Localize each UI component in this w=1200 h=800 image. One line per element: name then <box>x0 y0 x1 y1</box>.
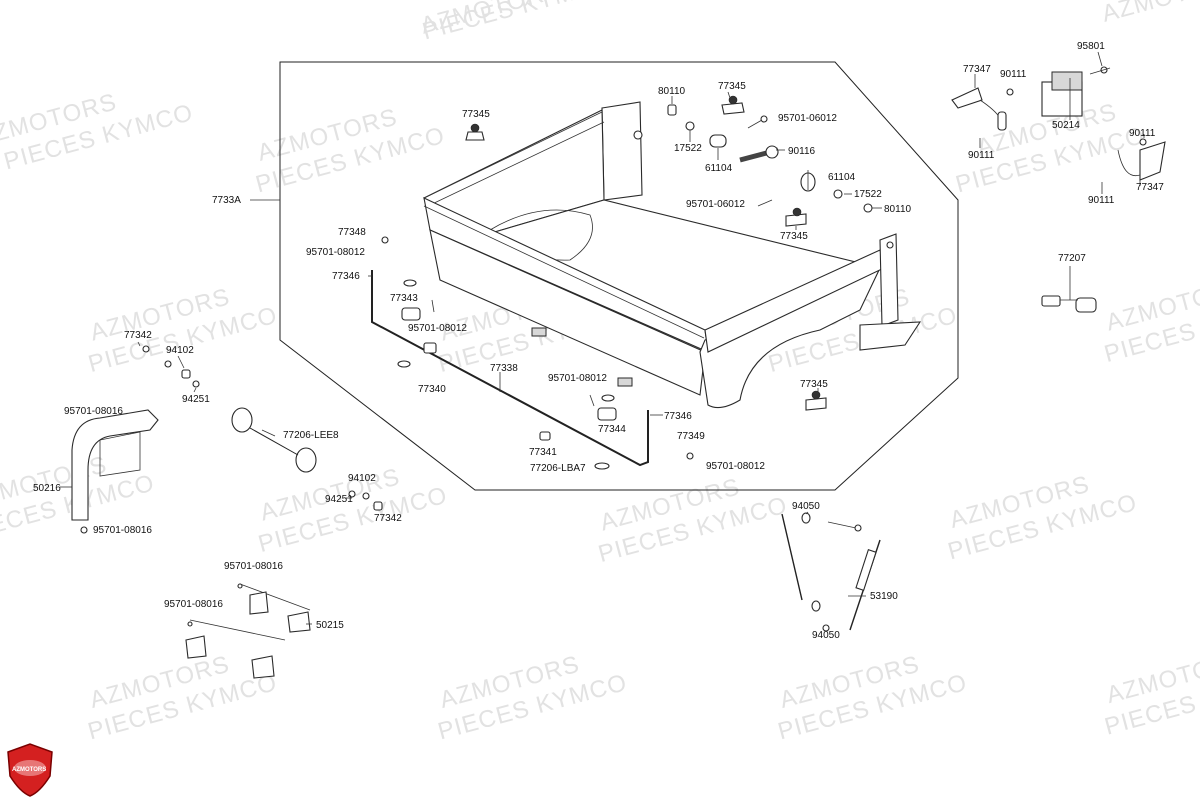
label-50214: 50214 <box>1052 120 1080 131</box>
label-77342: 77342 <box>124 330 152 341</box>
label-77349: 77349 <box>677 431 705 442</box>
label-90116: 90116 <box>788 146 816 157</box>
gas-strut <box>781 512 881 632</box>
label-77346: 77346 <box>332 271 360 282</box>
label-94050: 94050 <box>812 630 840 641</box>
azmotors-logo: AZMOTORS <box>7 743 53 797</box>
label-95801: 95801 <box>1077 41 1105 52</box>
latch-rod <box>371 236 694 470</box>
label-95701-08012: 95701-08012 <box>306 247 365 258</box>
label-95701-08016: 95701-08016 <box>64 406 123 417</box>
label-94251: 94251 <box>325 494 353 505</box>
hardware-top <box>465 95 873 411</box>
label-77347: 77347 <box>963 64 991 75</box>
part-labels: 7733A 77345 80110 77345 95701-06012 1752… <box>33 41 1164 641</box>
label-94251: 94251 <box>182 394 210 405</box>
label-77206-LBA7: 77206-LBA7 <box>530 463 586 474</box>
label-77346: 77346 <box>664 411 692 422</box>
label-77338: 77338 <box>490 363 518 374</box>
label-95701-08016: 95701-08016 <box>164 599 223 610</box>
right-parts <box>951 66 1166 313</box>
label-95701-08016: 95701-08016 <box>93 525 152 536</box>
label-90111: 90111 <box>1000 69 1027 80</box>
logo-text: AZMOTORS <box>12 767 46 773</box>
label-77348: 77348 <box>338 227 366 238</box>
label-95701-08016: 95701-08016 <box>224 561 283 572</box>
label-77345: 77345 <box>800 379 828 390</box>
label-77345: 77345 <box>462 109 490 120</box>
label-7733A: 7733A <box>212 195 241 206</box>
label-95701-06012: 95701-06012 <box>778 113 837 124</box>
label-77207: 77207 <box>1058 253 1086 264</box>
label-77345: 77345 <box>780 231 808 242</box>
label-80110: 80110 <box>658 86 686 97</box>
label-80110: 80110 <box>884 204 912 215</box>
label-77347: 77347 <box>1136 182 1164 193</box>
label-77340: 77340 <box>418 384 446 395</box>
left-parts <box>71 345 383 534</box>
label-53190: 53190 <box>870 591 898 602</box>
label-94050: 94050 <box>792 501 820 512</box>
label-95701-08012: 95701-08012 <box>706 461 765 472</box>
label-77342: 77342 <box>374 513 402 524</box>
label-17522: 17522 <box>674 143 702 154</box>
label-17522: 17522 <box>854 189 882 200</box>
label-61104: 61104 <box>828 172 856 183</box>
label-95701-08012: 95701-08012 <box>408 323 467 334</box>
label-61104: 61104 <box>705 163 733 174</box>
hinges <box>185 583 311 679</box>
label-90111: 90111 <box>968 150 995 161</box>
label-77341: 77341 <box>529 447 557 458</box>
label-50216: 50216 <box>33 483 61 494</box>
leader-lines <box>60 51 1145 625</box>
watermark-line1: AZMOTORS <box>1099 0 1200 28</box>
label-77345: 77345 <box>718 81 746 92</box>
label-94102: 94102 <box>348 473 376 484</box>
label-77343: 77343 <box>390 293 418 304</box>
cargo-bed <box>423 101 922 409</box>
label-94102: 94102 <box>166 345 194 356</box>
label-95701-06012: 95701-06012 <box>686 199 745 210</box>
label-90111: 90111 <box>1088 195 1115 206</box>
label-90111: 90111 <box>1129 128 1156 139</box>
label-50215: 50215 <box>316 620 344 631</box>
label-95701-08012: 95701-08012 <box>548 373 607 384</box>
assembly-outline <box>279 61 959 491</box>
label-77344: 77344 <box>598 424 626 435</box>
label-77206-LEE8: 77206-LEE8 <box>283 430 339 441</box>
